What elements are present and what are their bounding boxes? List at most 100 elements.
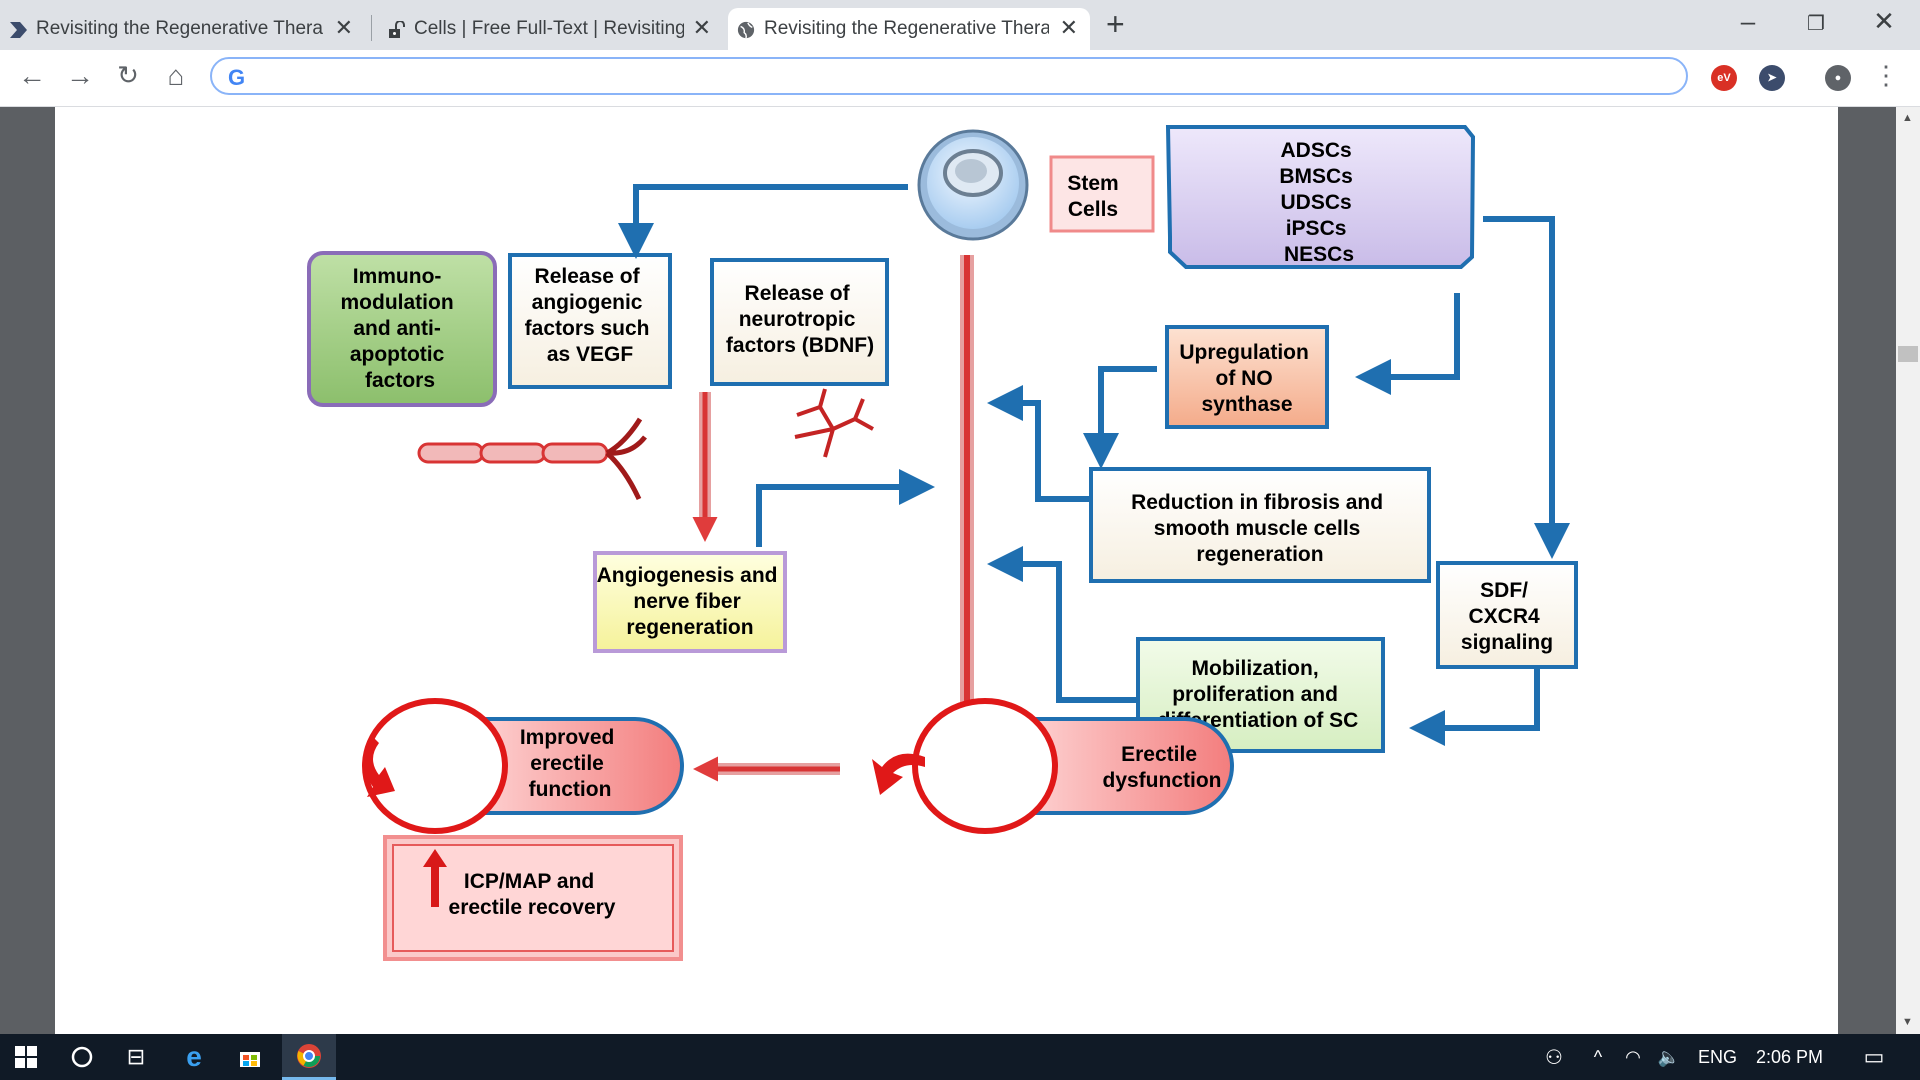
icp-line: erectile recovery	[449, 896, 616, 919]
arrow-bookmark-icon	[10, 22, 27, 38]
stem-cell-icon	[917, 129, 1029, 241]
svg-text:ICP/MAP and erectile: ICP/MAP and erectile recovery	[449, 870, 616, 919]
neurotropic-factors-box: Release of neurotropic factors (BDNF)	[710, 258, 889, 386]
svg-text:Upregulation of NO: Upregulation of NO synthase	[1179, 341, 1314, 416]
cell-type: UDSCs	[1280, 191, 1351, 214]
browser-toolbar: ← → ↻ ⌂ G eV ➤ ● ⋮	[0, 50, 1920, 107]
close-window-icon[interactable]: ✕	[1873, 6, 1895, 36]
restore-icon[interactable]: ❐	[1807, 13, 1825, 35]
cell-type: NESCs	[1284, 243, 1354, 266]
immuno-line: factors	[365, 369, 435, 392]
scroll-up-icon[interactable]: ▲	[1902, 112, 1913, 124]
tab-2[interactable]: Cells | Free Full-Text | Revisiting th ✕	[378, 8, 723, 50]
stem-cells-line: Cells	[1068, 198, 1118, 221]
improved-line: erectile	[530, 752, 604, 775]
angiogenesis-line: nerve fiber	[633, 590, 740, 613]
no-synthase-line: synthase	[1201, 393, 1292, 416]
close-tab-icon[interactable]: ✕	[1059, 15, 1078, 40]
arrow-angiogenesis-to-center	[756, 469, 935, 547]
svg-text:Release of angiogeni: Release of angiogenic factors such as VE…	[525, 265, 656, 366]
fibrosis-line: smooth muscle cells	[1154, 517, 1361, 540]
tab-1[interactable]: Revisiting the Regenerative Thera ✕	[0, 8, 365, 50]
angiogenesis-line: regeneration	[626, 616, 753, 639]
extension-icon[interactable]: eV	[1711, 65, 1737, 91]
tab-separator	[371, 15, 372, 41]
angiogenic-line: factors such	[525, 317, 650, 340]
no-synthase-line: Upregulation	[1179, 341, 1309, 364]
notification-icon[interactable]: ▭	[1863, 1044, 1885, 1069]
cursor-extension-icon[interactable]: ➤	[1759, 65, 1785, 91]
tab-strip: Revisiting the Regenerative Thera ✕ Cell…	[0, 0, 1920, 50]
wifi-icon[interactable]: ◠	[1625, 1046, 1641, 1067]
back-icon[interactable]: ←	[18, 60, 46, 91]
arrow-to-no-synthase	[1355, 293, 1460, 395]
arrow-sdf-to-mobilization	[1409, 669, 1540, 746]
svg-text:SDF/ CXCR4: SDF/ CXCR4 signaling	[1461, 579, 1553, 654]
clock[interactable]: 2:06 PM	[1756, 1047, 1824, 1067]
sdf-line: SDF/	[1480, 579, 1528, 602]
cell-type: BMSCs	[1279, 165, 1353, 188]
neurotropic-line: factors (BDNF)	[726, 334, 874, 357]
forward-icon[interactable]: →	[66, 60, 94, 91]
up-arrow-icon	[423, 849, 447, 907]
task-view-icon[interactable]: ⊟	[126, 1044, 146, 1069]
globe-icon	[737, 21, 755, 39]
store-icon[interactable]	[226, 1034, 274, 1080]
arrow-to-sdf	[1483, 216, 1570, 559]
people-icon[interactable]: ⚇	[1545, 1046, 1563, 1069]
edge-browser-icon[interactable]: e	[186, 1041, 202, 1072]
language-indicator[interactable]: ENG	[1698, 1047, 1738, 1067]
close-tab-icon[interactable]: ✕	[334, 15, 353, 40]
blood-vessel-illustration	[417, 417, 647, 501]
sdf-line: CXCR4	[1468, 605, 1540, 628]
blue-arrows	[618, 184, 1570, 746]
no-synthase-box: Upregulation of NO synthase	[1165, 325, 1329, 429]
improved-function-node: Improved erectile function	[362, 698, 684, 834]
tab-3-label: Revisiting the Regenerative Thera	[764, 18, 1049, 39]
svg-text:Erectile dysfunction: Erectile dysfunction	[1103, 743, 1222, 792]
arrow-mobilization-to-center	[987, 546, 1136, 703]
angiogenic-line: angiogenic	[532, 291, 643, 314]
volume-icon[interactable]: 🔈	[1657, 1046, 1681, 1067]
svg-text:ADSCs BMSCs: ADSCs BMSCs UDSCs iPSCs NESCs	[1279, 139, 1358, 266]
close-tab-icon[interactable]: ✕	[692, 15, 711, 40]
home-icon[interactable]: ⌂	[167, 60, 185, 91]
reload-icon[interactable]: ↻	[117, 60, 139, 90]
minimize-icon[interactable]: –	[1740, 6, 1756, 36]
address-bar[interactable]: G	[210, 57, 1688, 95]
improved-line: function	[529, 778, 612, 801]
neurotropic-line: neurotropic	[739, 308, 856, 331]
nerve-fiber-illustration	[794, 388, 874, 458]
sdf-line: signaling	[1461, 631, 1553, 654]
sdf-cxcr4-box: SDF/ CXCR4 signaling	[1436, 561, 1578, 669]
ed-line: Erectile	[1121, 743, 1197, 766]
chrome-icon[interactable]	[282, 1034, 336, 1080]
mobilization-line: proliferation and	[1172, 683, 1338, 706]
page-scrollbar[interactable]	[1896, 107, 1920, 1034]
angiogenic-line: as VEGF	[547, 343, 634, 366]
mobilization-line: Mobilization,	[1192, 657, 1319, 680]
profile-avatar-icon[interactable]: ●	[1825, 65, 1851, 91]
tab-3-active[interactable]: Revisiting the Regenerative Thera ✕	[728, 8, 1090, 50]
svg-text:Improved erectile: Improved erectile function	[520, 726, 620, 801]
svg-text:Immuno- modulation: Immuno- modulation and anti- apoptotic f…	[341, 265, 460, 392]
svg-text:Release of neurotrop: Release of neurotropic factors (BDNF)	[726, 282, 874, 357]
menu-kebab-icon[interactable]: ⋮	[1873, 60, 1899, 90]
fibrosis-line: Reduction in fibrosis and	[1131, 491, 1383, 514]
fibrosis-box: Reduction in fibrosis and smooth muscle …	[1089, 467, 1431, 583]
windows-start-icon[interactable]	[0, 1034, 52, 1080]
show-hidden-icons-icon[interactable]: ^	[1593, 1046, 1603, 1067]
angiogenesis-line: Angiogenesis and	[597, 564, 778, 587]
new-tab-button[interactable]: +	[1106, 6, 1125, 42]
scroll-down-icon[interactable]: ▼	[1902, 1016, 1913, 1028]
search-icon[interactable]	[58, 1034, 106, 1080]
scrollbar-thumb[interactable]	[1898, 346, 1918, 362]
arrow-fibrosis-to-center	[987, 385, 1089, 502]
cell-type: iPSCs	[1286, 217, 1347, 240]
angiogenic-factors-box: Release of angiogenic factors such as VE…	[508, 253, 672, 389]
